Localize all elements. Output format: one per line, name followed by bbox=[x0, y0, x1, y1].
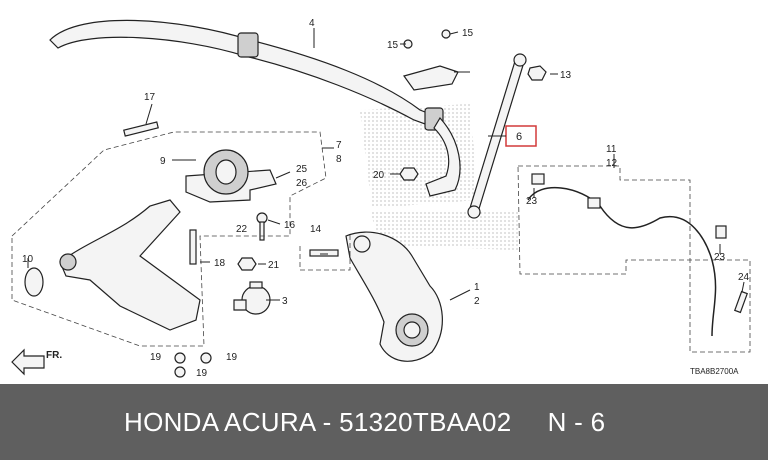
label-2: 2 bbox=[474, 296, 480, 307]
label-19a: 19 bbox=[150, 352, 162, 363]
dotted-zone-band bbox=[370, 210, 520, 250]
label-21: 21 bbox=[268, 260, 280, 271]
stabilizer-link bbox=[467, 53, 527, 219]
ball-joint bbox=[233, 281, 271, 315]
group-boundary-knuckle bbox=[299, 232, 351, 271]
label-17: 17 bbox=[144, 92, 156, 103]
footer-bar: HONDA ACURA - 51320TBAA02 N - 6 bbox=[0, 384, 768, 460]
bolts bbox=[123, 29, 749, 378]
label-4: 4 bbox=[309, 18, 315, 29]
label-3: 3 bbox=[282, 296, 288, 307]
front-direction-arrow: FR. bbox=[11, 348, 62, 376]
group-boundary-arm bbox=[11, 131, 327, 347]
label-23a: 23 bbox=[526, 196, 538, 207]
label-19b: 19 bbox=[226, 352, 238, 363]
highlight-callout-label: 6 bbox=[516, 131, 522, 143]
label-8: 8 bbox=[336, 154, 342, 165]
drawing-code: TBA8B2700A bbox=[690, 367, 739, 376]
wheel-speed-sensor bbox=[527, 186, 717, 337]
label-14: 14 bbox=[310, 224, 322, 235]
label-26: 26 bbox=[296, 178, 308, 189]
label-24: 24 bbox=[738, 272, 750, 283]
svg-text:FR.: FR. bbox=[46, 350, 62, 361]
label-7: 7 bbox=[336, 140, 342, 151]
label-19c: 19 bbox=[196, 368, 208, 379]
parts-diagram: FR. 6 4 15 15 13 17 7 8 9 25 26 20 11 12 bbox=[11, 18, 751, 379]
label-25: 25 bbox=[296, 164, 308, 175]
lower-arm bbox=[24, 199, 201, 331]
label-11: 11 bbox=[606, 144, 617, 155]
part-title: HONDA ACURA - 51320TBAA02 bbox=[124, 406, 512, 437]
label-10: 10 bbox=[22, 254, 34, 265]
label-1: 1 bbox=[474, 282, 480, 293]
label-13: 13 bbox=[560, 70, 572, 81]
label-15b: 15 bbox=[462, 28, 474, 39]
sensor-clip bbox=[531, 173, 545, 185]
part-reference: N - 6 bbox=[547, 406, 606, 437]
sensor-clip bbox=[715, 225, 727, 239]
group-boundary-sensor bbox=[517, 165, 751, 353]
label-22: 22 bbox=[236, 224, 248, 235]
compliance-bush bbox=[185, 149, 277, 203]
label-15a: 15 bbox=[387, 40, 399, 51]
label-12: 12 bbox=[606, 158, 618, 169]
label-18: 18 bbox=[214, 258, 226, 269]
knuckle bbox=[345, 231, 443, 362]
label-20: 20 bbox=[373, 170, 385, 181]
sensor-clip bbox=[587, 197, 601, 209]
label-23b: 23 bbox=[714, 252, 726, 263]
bush-holder bbox=[403, 65, 459, 91]
label-16: 16 bbox=[284, 220, 296, 231]
stabilizer-bar bbox=[49, 19, 461, 197]
leader-lines bbox=[27, 28, 745, 301]
label-9: 9 bbox=[160, 156, 166, 167]
